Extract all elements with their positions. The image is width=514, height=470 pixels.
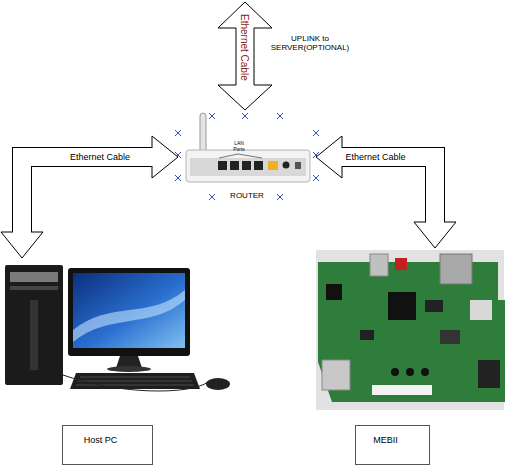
- device-label: ROUTER: [213, 191, 281, 200]
- audio-jack: [326, 284, 342, 300]
- monitor-screen: [73, 273, 185, 348]
- lan-bracket: [219, 154, 262, 158]
- pcb: [318, 262, 505, 402]
- arrow-fill: [22, 157, 154, 234]
- arrow-head: [152, 136, 178, 178]
- pc-tower: [5, 265, 63, 385]
- ic-chip: [425, 300, 443, 312]
- router-front: [190, 158, 306, 176]
- edge-label: Ethernet Cable: [345, 152, 405, 162]
- ethernet-cable-arrow: [316, 136, 456, 248]
- tower-strip: [30, 300, 38, 370]
- monitor-bezel: [68, 268, 190, 356]
- uplink-arrow: [218, 2, 272, 110]
- arrow-outline: [22, 157, 152, 232]
- arrow-head: [316, 136, 342, 178]
- connector: [470, 300, 492, 320]
- drive-bay: [10, 272, 58, 282]
- lan-port: [254, 161, 263, 170]
- wan-port: [268, 161, 278, 170]
- network-device: LAN PortsROUTER: [178, 112, 316, 202]
- router-antenna: [200, 113, 206, 155]
- red-connector: [395, 258, 407, 270]
- router-body: [186, 150, 310, 182]
- monitor-base: [107, 366, 151, 372]
- drive-bay: [10, 286, 58, 290]
- lan-port: [218, 161, 227, 170]
- ethernet-cable-arrow: [1, 136, 178, 258]
- arrow-head: [414, 222, 456, 248]
- header-connector: [372, 385, 432, 395]
- device-label: LAN Ports: [228, 141, 250, 153]
- board-photo-bg: [316, 250, 504, 410]
- uplink-note: UPLINK to SERVER(OPTIONAL): [258, 34, 362, 52]
- screen-swoosh: [73, 290, 185, 342]
- lan-port: [242, 161, 251, 170]
- arrow-outline: [342, 157, 435, 222]
- device-caption: MEBII: [355, 425, 430, 465]
- push-button: [406, 368, 414, 376]
- ic-chip: [440, 330, 460, 344]
- sd-slot: [322, 360, 350, 390]
- device-caption: Host PC: [62, 425, 153, 465]
- usb-connector: [370, 254, 388, 276]
- push-button: [421, 368, 429, 376]
- edge-label: Ethernet Cable: [70, 152, 130, 162]
- keyboard: [70, 373, 200, 389]
- lan-port: [230, 161, 239, 170]
- router-button: [295, 162, 301, 169]
- push-button: [391, 368, 399, 376]
- mouse-cable: [63, 375, 208, 391]
- network-device: Host PC: [5, 258, 240, 468]
- network-device: MEBII: [315, 248, 505, 468]
- arrow-head: [1, 232, 43, 258]
- cable-label: Ethernet Cable: [239, 14, 251, 81]
- ethernet-jack: [440, 254, 472, 284]
- side-header: [478, 360, 500, 388]
- mouse: [206, 378, 230, 390]
- ic-chip: [360, 330, 374, 340]
- cpu-chip: [388, 292, 416, 320]
- arrow-fill: [341, 157, 436, 224]
- power-jack: [283, 162, 290, 169]
- selection-handles: [175, 113, 319, 200]
